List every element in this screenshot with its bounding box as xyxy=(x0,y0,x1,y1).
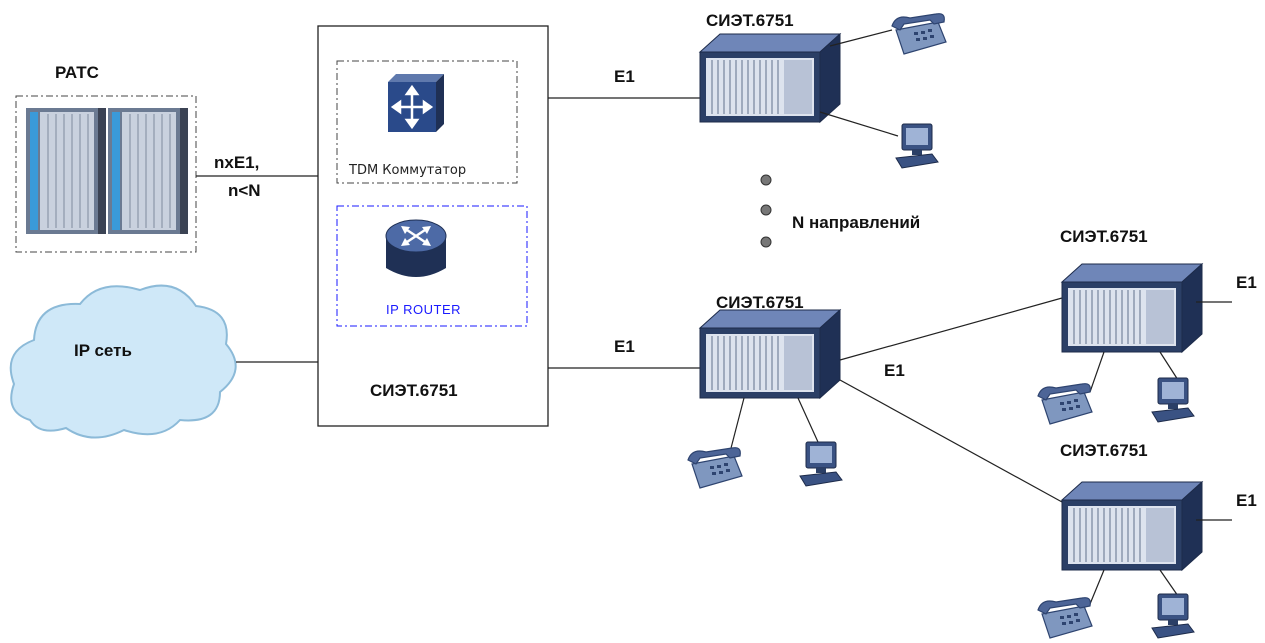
tdm-switch-box xyxy=(336,60,518,184)
link-mid-phone xyxy=(729,397,745,453)
link-top-computer xyxy=(819,111,899,137)
n-directions-label: N направлений xyxy=(792,213,920,232)
network-device-icon xyxy=(699,33,841,123)
pbx-cabinet-icon xyxy=(26,108,188,234)
link-mid-right-bottom xyxy=(839,379,1063,503)
phone-icon xyxy=(1037,597,1093,639)
n-lt-n-label: n<N xyxy=(228,181,261,200)
link-top-phone xyxy=(829,29,893,47)
link-right-top-computer xyxy=(1159,351,1179,381)
tdm-switch-icon xyxy=(388,74,444,132)
nxe1-label: nxE1, xyxy=(214,153,259,172)
cloud-icon xyxy=(9,284,237,439)
device-right-bottom-label: СИЭТ.6751 xyxy=(1060,441,1148,460)
e1-branch-label: E1 xyxy=(884,361,905,380)
phone-icon xyxy=(1037,383,1093,425)
link-right-bottom-phone xyxy=(1089,569,1105,605)
direction-dot xyxy=(760,204,772,216)
computer-icon xyxy=(895,123,939,169)
device-mid-label: СИЭТ.6751 xyxy=(716,293,804,312)
pbx-label: РАТС xyxy=(55,63,99,82)
device-top-label: СИЭТ.6751 xyxy=(706,11,794,30)
device-right-top-label: СИЭТ.6751 xyxy=(1060,227,1148,246)
network-device-icon xyxy=(1061,481,1203,571)
link-right-top-phone xyxy=(1089,351,1105,393)
e1-top-label: E1 xyxy=(614,67,635,86)
computer-icon xyxy=(1151,593,1195,639)
e1-right-bottom-label: E1 xyxy=(1236,491,1257,510)
direction-dot xyxy=(760,236,772,248)
network-device-icon xyxy=(1061,263,1203,353)
e1-mid-label: E1 xyxy=(614,337,635,356)
phone-icon xyxy=(891,13,947,55)
link-mid-computer xyxy=(797,397,819,443)
central-device-label: СИЭТ.6751 xyxy=(370,381,458,400)
ip-router-icon xyxy=(385,219,447,277)
link-right-bottom-computer xyxy=(1159,569,1179,597)
phone-icon xyxy=(687,447,743,489)
direction-dot xyxy=(760,174,772,186)
ip-router-box xyxy=(336,205,528,327)
ip-router-label: IP ROUTER xyxy=(386,302,461,317)
ip-network-label: IP сеть xyxy=(74,341,132,360)
e1-right-top-label: E1 xyxy=(1236,273,1257,292)
computer-icon xyxy=(799,441,843,487)
link-mid-right-top xyxy=(839,297,1063,361)
computer-icon xyxy=(1151,377,1195,423)
tdm-switch-label: TDM Коммутатор xyxy=(348,163,466,178)
network-device-icon xyxy=(699,309,841,399)
pbx-border xyxy=(15,95,197,253)
